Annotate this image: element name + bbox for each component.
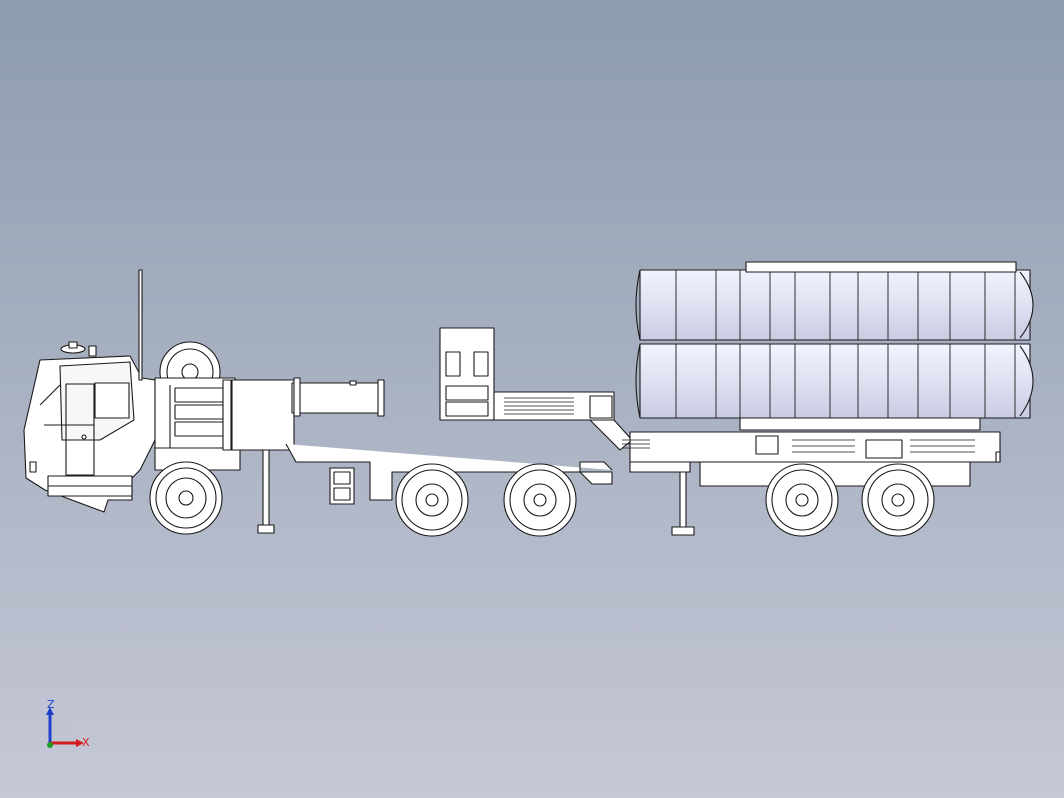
- z-axis-label: Z: [47, 698, 55, 711]
- wheel-trailer-3: [765, 463, 839, 537]
- outrigger-leg-front: [257, 449, 275, 534]
- triad-axes-icon: [46, 707, 84, 748]
- x-axis-label: X: [82, 736, 90, 749]
- z-axis-arrow: [46, 707, 54, 715]
- wheel-trailer-2: [503, 463, 577, 537]
- canisters-top-row: [635, 261, 1034, 341]
- cab-roof-equipment: [60, 269, 143, 381]
- tractor-tube: [291, 377, 385, 417]
- x-axis-arrow: [76, 739, 84, 747]
- tractor-cab: [23, 355, 156, 513]
- y-axis-dot: [47, 742, 53, 748]
- wheel-trailer-4: [861, 463, 935, 537]
- coordinate-triad[interactable]: Z X: [36, 695, 106, 760]
- canisters-bottom-row: [635, 343, 1034, 431]
- outrigger-leg-rear: [671, 471, 695, 536]
- wheel-trailer-1: [395, 463, 469, 537]
- trailer-frame: [622, 431, 1001, 487]
- tractor-body: [154, 377, 295, 471]
- control-frame: [439, 327, 633, 451]
- wheel-front: [149, 461, 223, 535]
